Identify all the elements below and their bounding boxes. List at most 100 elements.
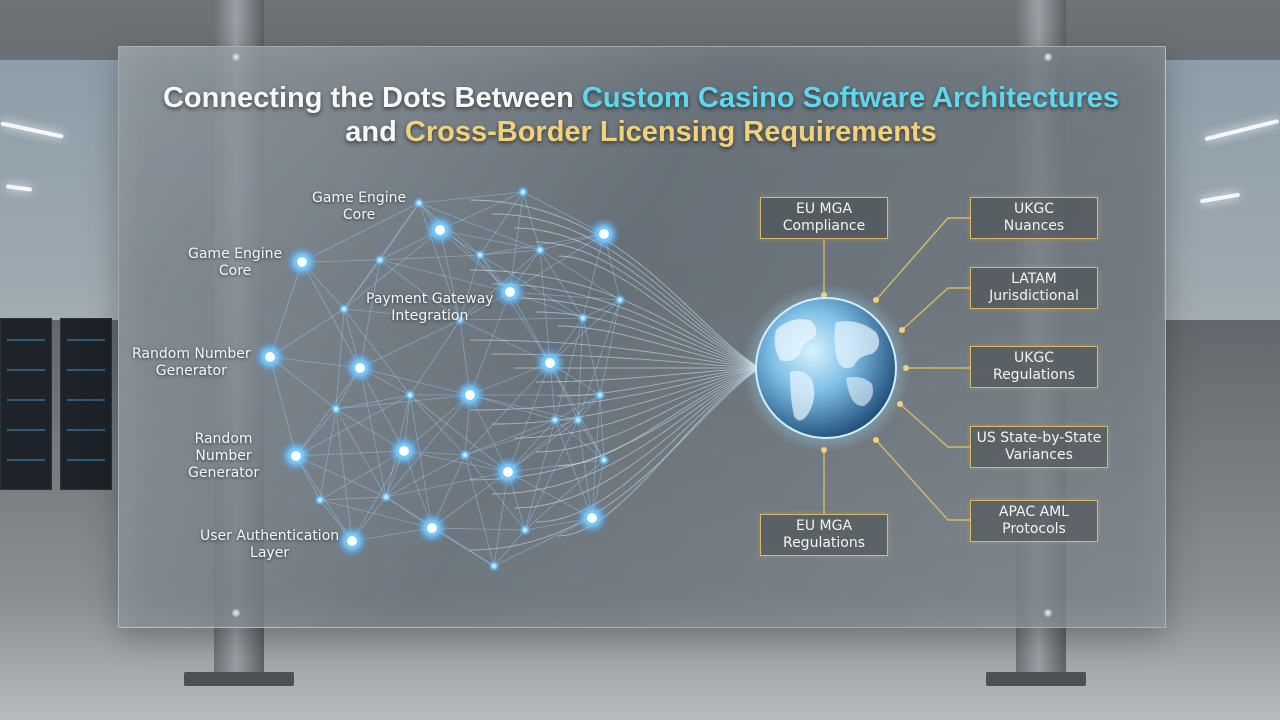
network-node [433, 223, 447, 237]
data-stream-line [535, 367, 761, 383]
data-stream-line [557, 325, 761, 369]
network-small-node [380, 491, 392, 503]
mesh-line [319, 499, 433, 529]
mesh-line [549, 362, 605, 461]
network-node [425, 521, 439, 535]
mesh-line [359, 367, 471, 396]
network-node [463, 388, 477, 402]
mesh-line [577, 419, 593, 519]
mesh-line [554, 419, 593, 519]
mesh-line [554, 317, 584, 421]
mesh-line [269, 356, 297, 457]
network-small-node [614, 294, 626, 306]
server-rack [60, 318, 112, 490]
panel-bolt [1044, 609, 1052, 617]
mesh-line [493, 517, 593, 567]
network-node [585, 511, 599, 525]
mesh-line [459, 319, 551, 364]
data-stream-line [469, 269, 761, 369]
mesh-line [335, 394, 411, 410]
mesh-line [507, 362, 551, 473]
mesh-line [409, 319, 461, 396]
mesh-line [539, 249, 551, 364]
network-small-node [534, 244, 546, 256]
mesh-line [469, 394, 579, 421]
network-node [263, 350, 277, 364]
network-small-node [413, 197, 425, 209]
mesh-line [509, 233, 605, 293]
data-stream-line [491, 213, 761, 369]
mesh-line [343, 308, 411, 396]
network-small-node [488, 560, 500, 572]
mesh-line [379, 254, 481, 261]
data-stream-line [513, 297, 761, 369]
network-small-node [519, 524, 531, 536]
title-prefix: Connecting the Dots Between [162, 82, 582, 114]
network-small-node [330, 403, 342, 415]
mesh-line [418, 202, 461, 321]
panel-bolt [1044, 53, 1052, 61]
network-small-node [459, 449, 471, 461]
network-small-node [598, 454, 610, 466]
mesh-line [335, 408, 353, 542]
mesh-line [524, 459, 605, 531]
network-small-node [474, 249, 486, 261]
license-connector-line [901, 287, 970, 331]
mesh-line [577, 299, 621, 421]
network-small-node [404, 389, 416, 401]
title-prefix-2: and [345, 116, 405, 148]
data-stream-line [491, 367, 761, 495]
mesh-line [409, 394, 509, 473]
mesh-line [464, 454, 495, 567]
data-stream-line [535, 367, 761, 523]
mesh-line [343, 308, 461, 321]
network-node [543, 356, 557, 370]
license-connector-line [875, 439, 970, 521]
data-stream-line [491, 353, 761, 369]
network-small-node [314, 494, 326, 506]
data-stream-line [491, 367, 761, 425]
data-stream-line [491, 283, 761, 369]
mesh-line [359, 259, 381, 369]
mesh-line [459, 317, 584, 321]
network-node [503, 285, 517, 299]
network-node [289, 449, 303, 463]
mesh-line [599, 394, 605, 461]
network-small-node [549, 414, 561, 426]
mesh-line [439, 229, 541, 251]
network-mesh-lines [269, 191, 621, 567]
mesh-line [319, 408, 337, 501]
mesh-line [479, 191, 524, 256]
mesh-line [524, 419, 579, 531]
mesh-line [464, 419, 556, 456]
data-stream-line [469, 367, 761, 411]
network-small-node [338, 303, 350, 315]
panel-bolt [232, 53, 240, 61]
data-stream-line [557, 255, 761, 369]
license-connector-line [875, 217, 970, 301]
mesh-line [577, 317, 584, 421]
mesh-line [301, 202, 420, 263]
mesh-line [295, 394, 411, 457]
glass-display-panel [118, 46, 1166, 628]
data-stream-line [535, 311, 761, 369]
mesh-line [554, 394, 601, 421]
stand-foot-right [986, 672, 1086, 686]
network-node [397, 444, 411, 458]
title-highlight-architectures: Custom Casino Software Architectures [581, 82, 1120, 114]
mesh-line [507, 394, 601, 473]
mesh-line [385, 471, 509, 498]
mesh-line [351, 450, 405, 542]
network-small-node [572, 414, 584, 426]
mesh-line [479, 249, 541, 256]
title-line-2: and Cross-Border Licensing Requirements [118, 114, 1164, 150]
data-stream-line [469, 367, 761, 551]
